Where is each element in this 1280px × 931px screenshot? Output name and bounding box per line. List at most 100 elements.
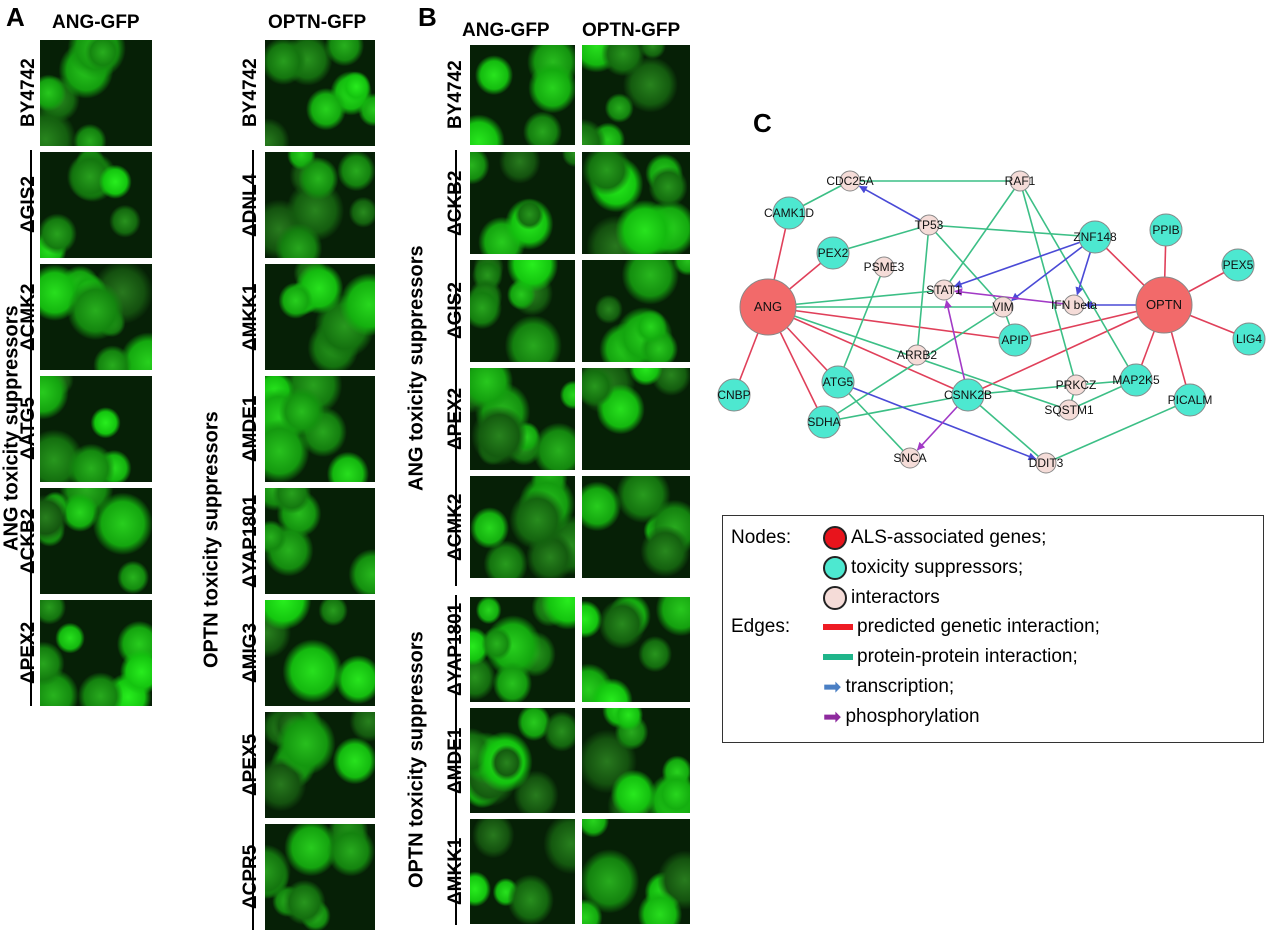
edge-ppi xyxy=(1019,180,1077,386)
node-label: SDHA xyxy=(807,415,840,429)
node-interactor-circle xyxy=(1065,374,1087,396)
panel-b-label: B xyxy=(418,2,437,32)
edge-ppi xyxy=(767,289,945,308)
optn-gfp-image xyxy=(265,824,375,930)
legend-interactor: interactors xyxy=(851,587,940,608)
optn-gfp-image xyxy=(265,40,375,146)
node-suppressor-circle xyxy=(816,236,850,270)
node-interactor-circle xyxy=(1063,294,1085,316)
node-suppressor-circle xyxy=(807,405,841,439)
edge-ppi xyxy=(916,224,930,356)
edge-genetic xyxy=(767,306,969,396)
node-suppressor-circle xyxy=(1221,248,1255,282)
optn-gfp-image xyxy=(265,152,375,258)
network-legend: Nodes:ALS-associated genes; toxicity sup… xyxy=(722,515,1264,743)
network-node: PICALM xyxy=(1168,383,1213,417)
node-label: ZNF148 xyxy=(1073,230,1117,244)
legend-nodes-label: Nodes: xyxy=(731,527,792,548)
ang-gfp-image xyxy=(40,376,152,482)
network-node: PEX2 xyxy=(816,236,850,270)
node-label: SQSTM1 xyxy=(1044,403,1094,417)
optn-gfp-image xyxy=(582,368,690,470)
node-suppressor-circle xyxy=(1119,363,1153,397)
edge-phosphorylation xyxy=(954,288,1075,306)
node-label: ARRB2 xyxy=(897,348,937,362)
edge-ppi xyxy=(928,224,1096,238)
ang-gfp-image xyxy=(470,819,575,924)
phosphorylation-arrow-icon: ➡ xyxy=(823,704,842,729)
network-node: SQSTM1 xyxy=(1044,399,1094,421)
node-label: APIP xyxy=(1001,333,1028,347)
node-interactor-circle xyxy=(1058,399,1080,421)
optn-gfp-image xyxy=(582,819,690,924)
panel-b-ang-header: ANG-GFP xyxy=(462,20,550,41)
node-suppressor-circle xyxy=(1149,213,1183,247)
node-label: CSNK2B xyxy=(944,388,992,402)
edge-ppi xyxy=(837,381,911,459)
network-node: PPIB xyxy=(1149,213,1183,247)
node-label: PPIB xyxy=(1152,223,1179,237)
node-suppressor-circle xyxy=(951,378,985,412)
node-interactor-circle xyxy=(839,170,861,192)
panel-a-optn-header: OPTN-GFP xyxy=(268,12,367,33)
interactor-node-swatch xyxy=(823,586,847,610)
edge-ppi xyxy=(823,394,969,423)
legend-ppi: protein-protein interaction; xyxy=(857,646,1078,667)
ang-gfp-image xyxy=(40,600,152,706)
node-label: STAT1 xyxy=(926,283,962,297)
node-interactor-circle xyxy=(933,279,955,301)
node-suppressor-circle xyxy=(1078,220,1112,254)
node-suppressor-circle xyxy=(998,323,1032,357)
node-label: VIM xyxy=(992,300,1013,314)
group-divider xyxy=(455,150,457,586)
panel-c-label: C xyxy=(753,108,772,138)
node-als-circle xyxy=(1135,276,1193,334)
transcription-arrow-icon: ➡ xyxy=(823,674,842,699)
suppressor-node-swatch xyxy=(823,556,847,580)
network-node: TP53 xyxy=(915,214,944,236)
network-node: MAP2K5 xyxy=(1112,363,1160,397)
ang-gfp-image xyxy=(470,45,575,145)
network-node: OPTN xyxy=(1135,276,1193,334)
optn-gfp-image xyxy=(265,264,375,370)
edge-ppi xyxy=(967,394,1047,464)
node-label: PICALM xyxy=(1168,393,1213,407)
network-node: LIG4 xyxy=(1232,322,1266,356)
als-node-swatch xyxy=(823,526,847,550)
optn-gfp-image xyxy=(582,152,690,254)
optn-gfp-image xyxy=(265,712,375,818)
node-interactor-circle xyxy=(899,447,921,469)
node-suppressor-circle xyxy=(1173,383,1207,417)
node-label: SNCA xyxy=(893,451,926,465)
optn-gfp-image xyxy=(265,600,375,706)
node-interactor-circle xyxy=(906,344,928,366)
group-divider xyxy=(455,595,457,925)
network-node: STAT1 xyxy=(926,279,962,301)
edge-ppi xyxy=(943,180,1021,291)
ang-gfp-image xyxy=(470,476,575,578)
edge-ppi xyxy=(1019,180,1137,381)
network-node: ATG5 xyxy=(821,365,855,399)
node-suppressor-circle xyxy=(717,378,751,412)
node-label: ATG5 xyxy=(823,375,854,389)
node-label: ANG xyxy=(754,299,782,314)
optn-gfp-image xyxy=(582,45,690,145)
network-node: PRKCZ xyxy=(1056,374,1096,396)
network-node: SNCA xyxy=(893,447,927,469)
ang-gfp-image xyxy=(40,40,152,146)
optn-gfp-image xyxy=(582,260,690,362)
ang-gfp-image xyxy=(470,260,575,362)
node-label: DDIT3 xyxy=(1029,456,1064,470)
ang-gfp-image xyxy=(40,264,152,370)
node-interactor-circle xyxy=(918,214,940,236)
ang-gfp-image xyxy=(40,488,152,594)
network-node: IFN beta xyxy=(1051,294,1097,316)
ang-gfp-image xyxy=(40,152,152,258)
legend-suppressor: toxicity suppressors; xyxy=(851,557,1024,578)
optn-gfp-image xyxy=(582,708,690,813)
genetic-edge-swatch xyxy=(823,624,853,630)
network-node: ANG xyxy=(739,278,797,336)
node-label: CNBP xyxy=(717,388,750,402)
node-label: CAMK1D xyxy=(764,206,814,220)
